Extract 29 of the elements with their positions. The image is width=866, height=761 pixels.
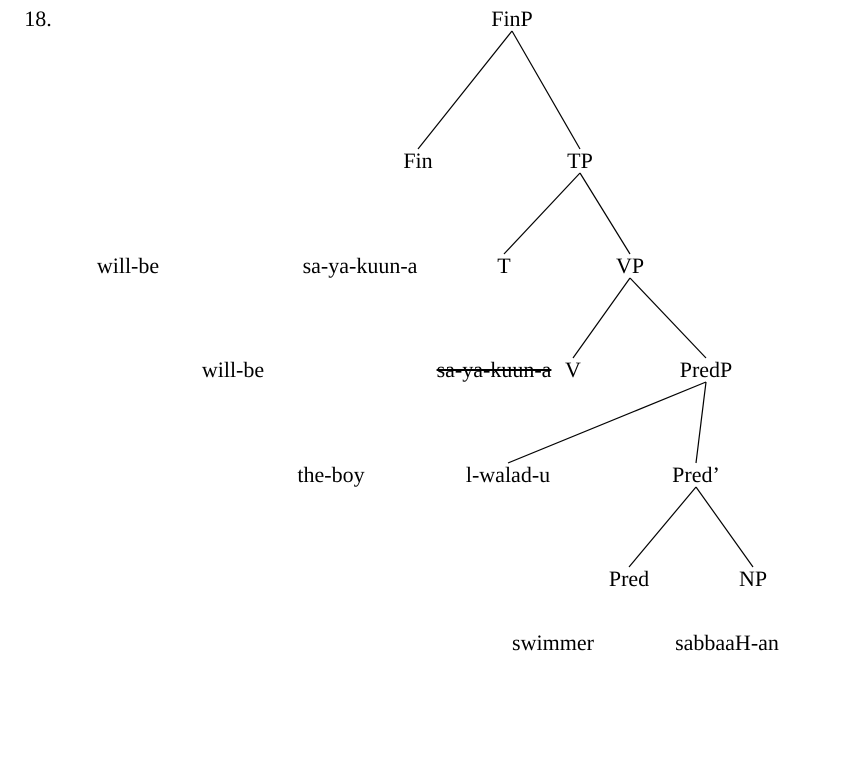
tree-node-label: Pred’ bbox=[672, 463, 720, 487]
tree-branch bbox=[695, 382, 707, 464]
tree-node-label: Fin bbox=[403, 149, 433, 173]
tree-node-label: FinP bbox=[491, 7, 533, 31]
example-number: 18. bbox=[24, 7, 52, 31]
tree-node-label: PredP bbox=[680, 358, 732, 382]
tree-node-label: VP bbox=[616, 254, 644, 278]
gloss-text: sa-ya-kuun-a bbox=[302, 254, 418, 278]
tree-branch bbox=[418, 30, 512, 150]
tree-branch bbox=[508, 381, 706, 464]
tree-node-label: NP bbox=[738, 567, 768, 591]
tree-node-label: V bbox=[565, 358, 581, 382]
tree-branch bbox=[579, 172, 631, 254]
gloss-text: sabbaaH-an bbox=[675, 631, 779, 655]
tree-branch bbox=[504, 172, 580, 254]
tree-branch bbox=[630, 278, 706, 358]
tree-node-label: l-walad-u bbox=[466, 463, 550, 487]
tree-branch bbox=[628, 486, 696, 568]
tree-node-label: T bbox=[497, 254, 511, 278]
tree-node-label: Pred bbox=[608, 567, 650, 591]
gloss-text: will-be bbox=[202, 358, 264, 382]
gloss-text: will-be bbox=[96, 254, 160, 278]
tree-branch bbox=[696, 486, 754, 568]
tree-branch bbox=[511, 30, 581, 150]
gloss-text: swimmer bbox=[512, 631, 594, 655]
tree-branch bbox=[572, 278, 630, 358]
gloss-text: sa-ya-kuun-a bbox=[436, 358, 552, 382]
tree-node-label: TP bbox=[567, 149, 593, 173]
gloss-text: the-boy bbox=[297, 463, 365, 487]
